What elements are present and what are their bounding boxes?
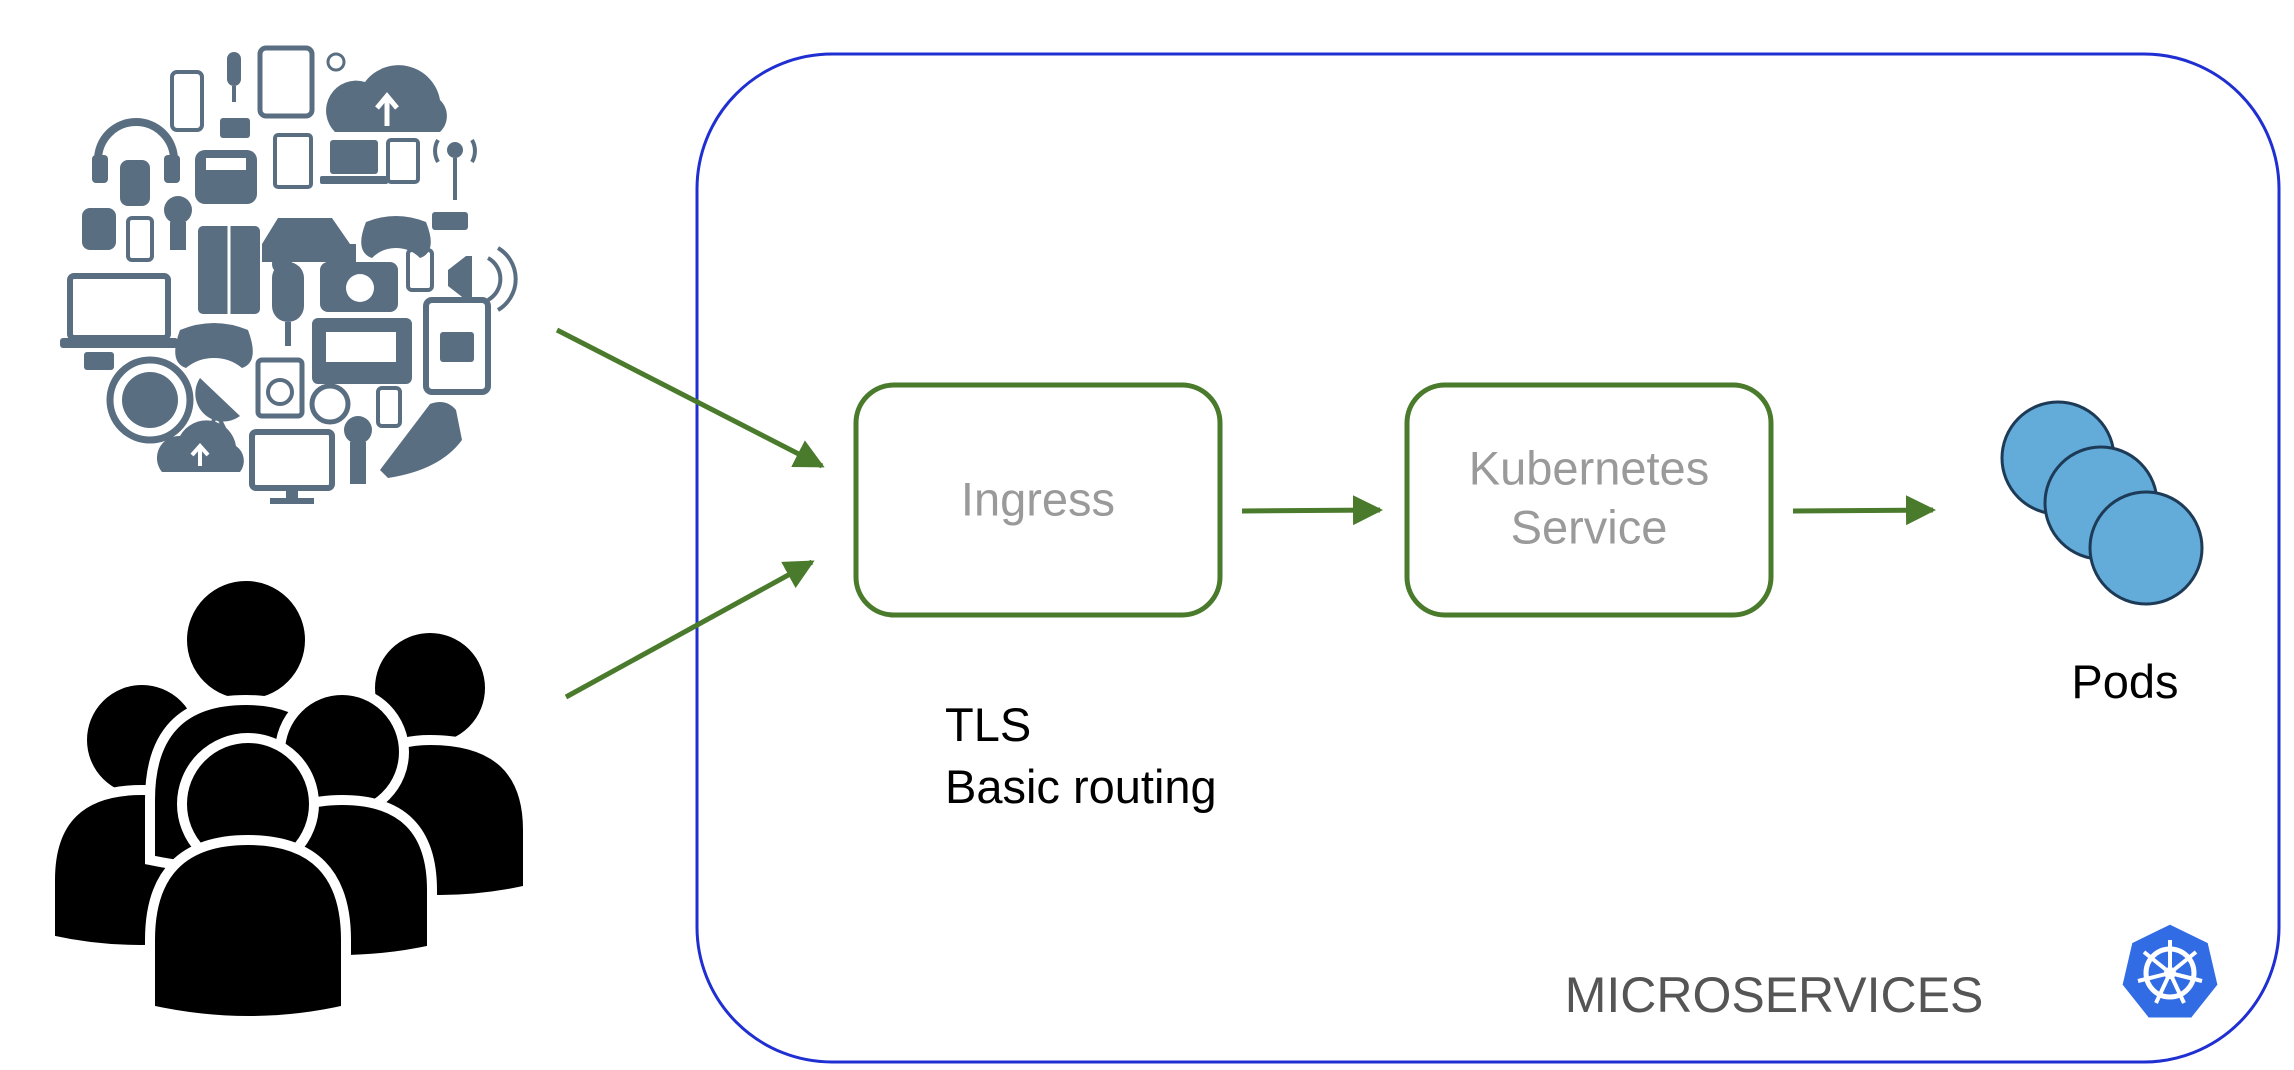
pod-3 (2088, 490, 2204, 606)
kubernetes-logo-icon (2119, 921, 2221, 1021)
iot-devices-icon (60, 45, 518, 504)
ingress-note-routing: Basic routing (945, 760, 1217, 813)
service-label-line-2: Service (1511, 500, 1668, 553)
microservices-label: MICROSERVICES (1565, 967, 1984, 1023)
microservices-boundary (695, 52, 2281, 1064)
users-group-icon (45, 571, 533, 1026)
arrow-ingress-to-service (1241, 495, 1383, 526)
kubernetes-service-node: Kubernetes Service (1404, 382, 1774, 618)
service-label-line-1: Kubernetes (1469, 441, 1709, 494)
pods-icon (2000, 400, 2204, 606)
ingress-label: Ingress (961, 472, 1115, 525)
arrow-users-to-ingress (564, 559, 815, 700)
ingress-node: Ingress (853, 382, 1223, 618)
pods-label: Pods (2071, 655, 2178, 708)
arrow-devices-to-ingress (555, 327, 825, 469)
ingress-note-tls: TLS (945, 698, 1031, 751)
arrow-service-to-pods (1792, 495, 1936, 526)
